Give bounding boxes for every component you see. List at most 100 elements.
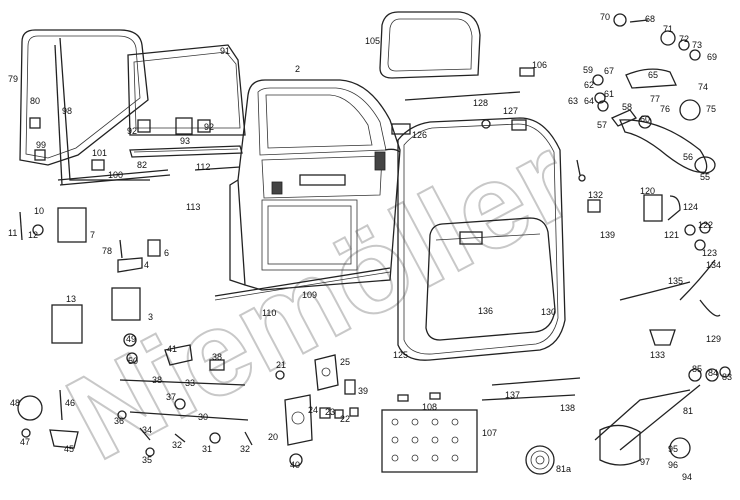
label-2: 2 xyxy=(295,64,300,74)
label-92b: 92 xyxy=(204,122,214,132)
clip-108a xyxy=(397,394,409,402)
label-123: 123 xyxy=(702,248,717,258)
part-133 xyxy=(649,329,676,346)
label-84: 84 xyxy=(708,368,718,378)
label-76: 76 xyxy=(660,104,670,114)
knob-48 xyxy=(17,395,43,421)
label-82: 82 xyxy=(137,160,147,170)
part-34 xyxy=(139,427,151,441)
rod-134 xyxy=(679,259,716,301)
label-67: 67 xyxy=(604,66,614,76)
part-72 xyxy=(678,39,690,51)
window-frame-seal xyxy=(19,29,150,186)
part-22 xyxy=(349,407,359,417)
label-74: 74 xyxy=(698,82,708,92)
perforated-plate xyxy=(381,409,478,473)
rod-129 xyxy=(699,299,721,317)
part-12 xyxy=(32,224,44,236)
label-23: 23 xyxy=(325,407,335,417)
part-127 xyxy=(511,119,527,131)
label-24: 24 xyxy=(308,405,318,415)
label-20: 20 xyxy=(268,432,278,442)
hinge-120 xyxy=(643,194,681,222)
label-107: 107 xyxy=(482,428,497,438)
label-59: 59 xyxy=(583,65,593,75)
clip-98 xyxy=(29,117,41,129)
label-11: 11 xyxy=(8,228,17,238)
label-7: 7 xyxy=(90,230,95,240)
hinge-13 xyxy=(51,304,83,344)
part-106 xyxy=(519,67,535,77)
clip-99 xyxy=(34,149,46,161)
label-138: 138 xyxy=(560,403,575,413)
label-10: 10 xyxy=(34,206,44,216)
label-130: 130 xyxy=(541,307,556,317)
label-81a: 81a xyxy=(556,464,571,474)
striker-3 xyxy=(111,287,141,321)
watermark: Niemöller xyxy=(46,110,594,487)
label-73: 73 xyxy=(692,40,702,50)
label-48: 48 xyxy=(10,398,20,408)
label-80: 80 xyxy=(30,96,40,106)
part-32a xyxy=(174,433,186,443)
lower-strip-upper xyxy=(57,169,169,181)
label-57: 57 xyxy=(597,120,607,130)
rod-46 xyxy=(59,389,63,421)
rod-78 xyxy=(119,239,123,259)
part-121 xyxy=(684,224,696,236)
label-61: 61 xyxy=(604,89,614,99)
clip-108b xyxy=(429,392,441,400)
label-58: 58 xyxy=(622,102,632,112)
clip-127 xyxy=(481,119,491,129)
label-121: 121 xyxy=(664,230,679,240)
label-13: 13 xyxy=(66,294,76,304)
label-70: 70 xyxy=(600,12,610,22)
window-glass xyxy=(127,44,246,136)
part-62 xyxy=(592,74,604,86)
label-68: 68 xyxy=(645,14,655,24)
label-97: 97 xyxy=(640,457,650,467)
lock-plate-7 xyxy=(57,207,87,243)
rod-end xyxy=(578,174,586,182)
label-63: 63 xyxy=(568,96,578,106)
label-109: 109 xyxy=(302,290,317,300)
door-handle-assembly xyxy=(619,119,716,174)
part-41 xyxy=(164,344,193,366)
part-73 xyxy=(689,49,701,61)
part-35 xyxy=(145,447,155,457)
label-101: 101 xyxy=(92,148,107,158)
label-125: 125 xyxy=(393,350,408,360)
label-135: 135 xyxy=(668,276,683,286)
regulator-spring xyxy=(525,445,555,475)
strip-138 xyxy=(481,394,576,401)
label-65: 65 xyxy=(648,70,658,80)
label-32b: 32 xyxy=(240,444,250,454)
watermark-text: Niemöller xyxy=(47,111,593,486)
glass-channel xyxy=(175,117,193,135)
part-126 xyxy=(391,123,411,135)
lock-cylinder xyxy=(597,100,652,129)
rod-139 xyxy=(576,159,581,176)
glass-clip-left xyxy=(137,119,151,133)
label-95: 95 xyxy=(668,444,678,454)
label-62: 62 xyxy=(584,80,594,90)
label-94: 94 xyxy=(682,472,692,482)
label-81: 81 xyxy=(683,406,693,416)
label-49: 49 xyxy=(126,334,136,344)
part-123 xyxy=(694,239,706,251)
label-55: 55 xyxy=(700,172,710,182)
clip-101 xyxy=(91,159,105,171)
sill-strip xyxy=(129,145,243,158)
label-91: 91 xyxy=(220,46,230,56)
part-68 xyxy=(629,19,649,23)
label-78: 78 xyxy=(102,246,112,256)
part-labels: 2 3 4 6 7 10 11 12 13 20 21 22 23 24 25 … xyxy=(8,12,732,482)
label-92a: 92 xyxy=(127,126,137,136)
part-50 xyxy=(126,352,138,364)
part-36 xyxy=(117,410,127,420)
part-31 xyxy=(209,432,221,444)
label-46: 46 xyxy=(65,398,75,408)
part-71 xyxy=(660,30,676,46)
label-128: 128 xyxy=(473,98,488,108)
